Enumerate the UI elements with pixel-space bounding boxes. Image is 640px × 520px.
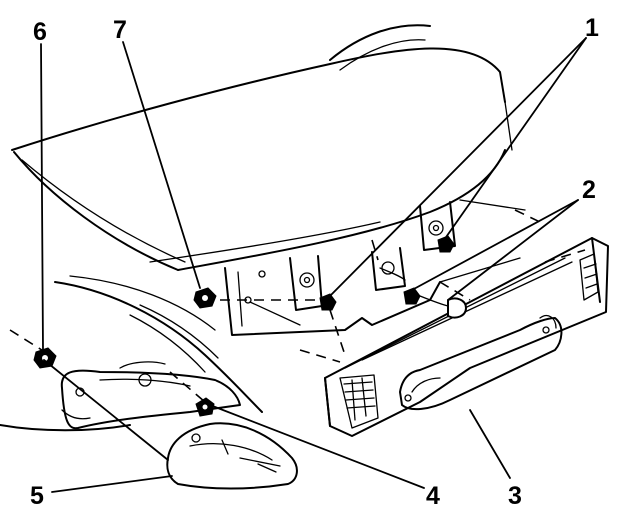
callout-7: 7 xyxy=(113,16,127,44)
nut-4 xyxy=(195,397,215,417)
side-lamp-housing xyxy=(60,361,241,430)
tail-lamp-assembly xyxy=(324,237,609,437)
nut-7 xyxy=(193,287,217,309)
callout-1: 1 xyxy=(585,14,599,42)
bulb-socket-2a xyxy=(403,287,467,319)
leader-lines xyxy=(40,37,587,493)
side-marker-lamp xyxy=(166,422,298,490)
nut-6 xyxy=(33,347,57,369)
nut-1a xyxy=(319,293,337,311)
bulb-socket-2b xyxy=(379,267,406,281)
alignment-lines xyxy=(9,209,586,403)
callout-6: 6 xyxy=(33,18,47,46)
trunk-lid xyxy=(11,24,513,271)
callout-labels: 6 7 1 2 3 4 5 xyxy=(30,14,599,510)
callout-4: 4 xyxy=(426,482,440,510)
callout-3: 3 xyxy=(508,482,522,510)
quarter-panel xyxy=(0,275,263,432)
callout-5: 5 xyxy=(30,482,44,510)
callout-2: 2 xyxy=(582,176,596,204)
